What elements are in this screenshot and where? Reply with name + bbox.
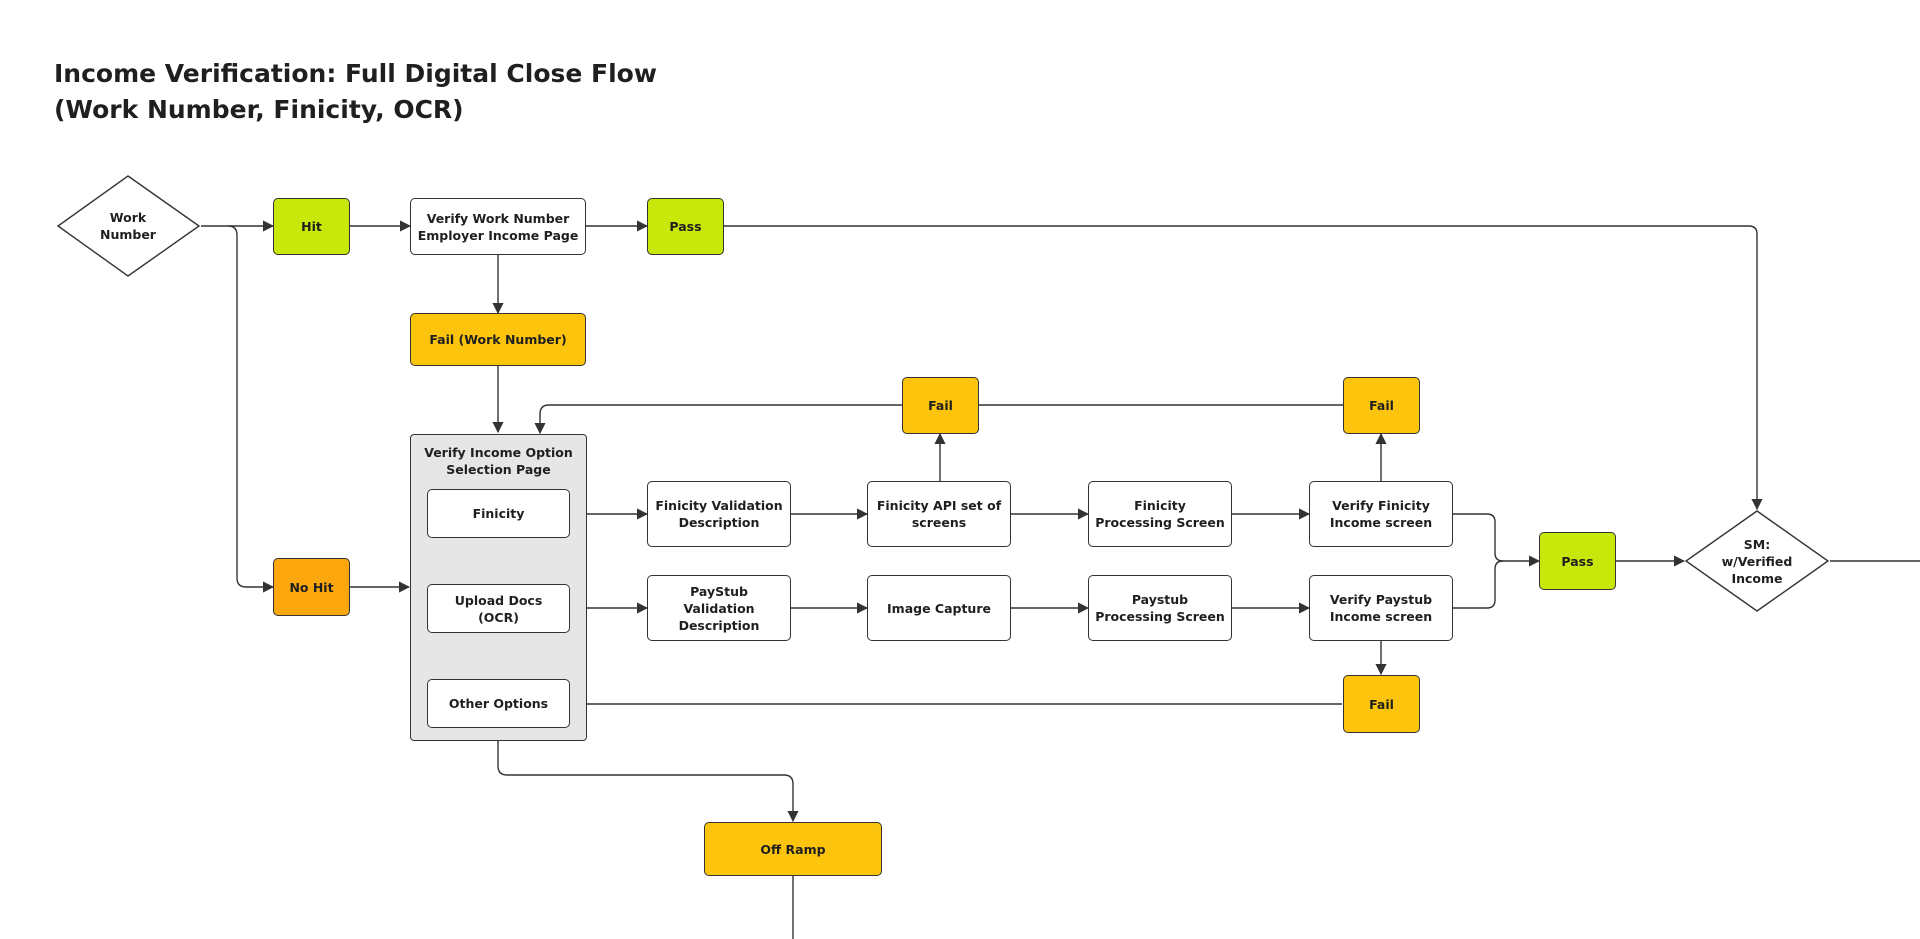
sm-verified-income-diamond — [1684, 510, 1830, 612]
fail-verify-finicity-node: Fail — [1343, 377, 1420, 434]
finicity-validation-node: Finicity Validation Description — [647, 481, 791, 547]
verify-income-option-label: Verify Income Option Selection Page — [424, 445, 573, 477]
verify-work-number-node: Verify Work Number Employer Income Page — [410, 198, 586, 255]
page-title: Income Verification: Full Digital Close … — [54, 56, 657, 128]
title-line-1: Income Verification: Full Digital Close … — [54, 59, 657, 88]
sm-verified-income-label: SM: w/Verified Income — [1721, 536, 1793, 586]
edge-fail-loop-to-option — [540, 404, 1343, 433]
paystub-validation-node: PayStub Validation Description — [647, 575, 791, 641]
fail-work-number-node: Fail (Work Number) — [410, 313, 586, 366]
finicity-api-node: Finicity API set of screens — [867, 481, 1011, 547]
hit-node: Hit — [273, 198, 350, 255]
work-number-label: Work Number — [100, 210, 156, 242]
pass-top-node: Pass — [647, 198, 724, 255]
off-ramp-node: Off Ramp — [704, 822, 882, 876]
paystub-processing-node: Paystub Processing Screen — [1088, 575, 1232, 641]
edge-work-number-nohit — [227, 225, 275, 593]
title-line-2: (Work Number, Finicity, OCR) — [54, 95, 464, 124]
edge-other-offramp — [497, 729, 799, 823]
fail-verify-paystub-node: Fail — [1343, 675, 1420, 733]
finicity-processing-node: Finicity Processing Screen — [1088, 481, 1232, 547]
edge-pass-sm — [724, 225, 1763, 511]
image-capture-node: Image Capture — [867, 575, 1011, 641]
finicity-option-node: Finicity — [427, 489, 570, 538]
fail-finicity-api-node: Fail — [902, 377, 979, 434]
other-options-node: Other Options — [427, 679, 570, 728]
edge-verify-finicity-pass — [1453, 513, 1541, 567]
upload-docs-option-node: Upload Docs (OCR) — [427, 584, 570, 633]
no-hit-node: No Hit — [273, 558, 350, 616]
verify-finicity-income-node: Verify Finicity Income screen — [1309, 481, 1453, 547]
verify-paystub-income-node: Verify Paystub Income screen — [1309, 575, 1453, 641]
edge-verify-paystub-pass — [1453, 560, 1504, 609]
work-number-diamond — [56, 175, 201, 277]
pass-right-node: Pass — [1539, 532, 1616, 590]
